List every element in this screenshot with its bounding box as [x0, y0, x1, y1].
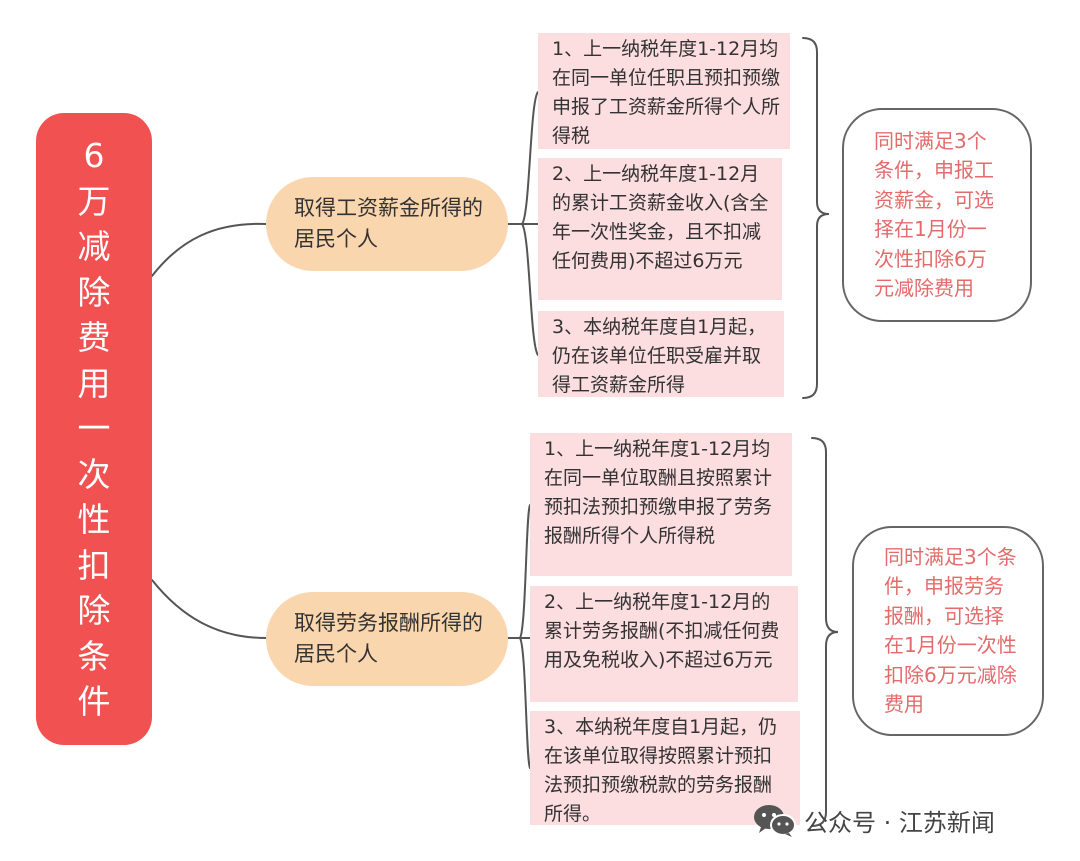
watermark: 公众号 · 江苏新闻: [752, 802, 995, 838]
condition-salary-2: 2、上一纳税年度1-12月的累计工资薪金收入(含全年一次性奖金，且不扣减任何费用…: [538, 158, 782, 300]
watermark-text: 公众号 · 江苏新闻: [804, 808, 995, 837]
root-label-char: 减: [77, 227, 111, 267]
root-label-char: 性: [77, 500, 111, 540]
summary-text: 同时满足3个条件，申报劳务报酬，可选择在1月份一次性扣除6万元减除费用: [884, 544, 1017, 717]
condition-salary-3: 3、本纳税年度自1月起，仍在该单位任职受雇并取得工资薪金所得: [538, 311, 784, 397]
root-label-char: 除: [77, 272, 111, 312]
root-label-char: 用: [77, 363, 111, 403]
brace-group-2: [811, 437, 839, 827]
connector-branch-2-cond-1: [519, 504, 531, 639]
connector-root-branch-2: [151, 579, 267, 639]
root-label-char: 万: [77, 181, 111, 221]
connector-branch-1-cond-3: [521, 223, 539, 356]
condition-salary-1: 1、上一纳税年度1-12月均在同一单位任职且预扣预缴申报了工资薪金所得个人所得税: [538, 33, 790, 149]
condition-labor-1: 1、上一纳税年度1-12月均在同一单位取酬且按照累计预扣法预扣预缴申报了劳务报酬…: [530, 433, 792, 576]
brace-group-1: [802, 37, 830, 399]
summary-salary: 同时满足3个条件，申报工资薪金，可选择在1月份一次性扣除6万元减除费用: [842, 108, 1032, 322]
condition-labor-2: 2、上一纳税年度1-12月的累计劳务报酬(不扣减任何费用及免税收入)不超过6万元: [530, 586, 798, 702]
branch-labor-remuneration: 取得劳务报酬所得的居民个人: [266, 592, 508, 686]
wechat-icon: [754, 805, 796, 837]
condition-labor-3: 3、本纳税年度自1月起，仍在该单位取得按照累计预扣法预扣预缴税款的劳务报酬所得。: [530, 711, 800, 825]
root-label-char: 6: [83, 136, 105, 176]
summary-labor: 同时满足3个条件，申报劳务报酬，可选择在1月份一次性扣除6万元减除费用: [852, 526, 1044, 736]
connector-branch-2-cond-3: [519, 637, 531, 769]
connector-branch-1-cond-1: [521, 91, 539, 225]
root-label-char: 费: [77, 318, 111, 358]
branch-salary-income: 取得工资薪金所得的居民个人: [266, 177, 508, 271]
branch-label: 取得劳务报酬所得的居民个人: [294, 611, 483, 666]
root-label-char: 条: [77, 636, 111, 676]
root-label-char: 一: [77, 409, 111, 449]
root-label-char: 次: [77, 454, 111, 494]
connector-root-branch-1: [151, 222, 267, 277]
summary-text: 同时满足3个条件，申报工资薪金，可选择在1月份一次性扣除6万元减除费用: [874, 128, 994, 301]
root-label-char: 除: [77, 591, 111, 631]
branch-label: 取得工资薪金所得的居民个人: [294, 196, 483, 251]
root-label-char: 扣: [77, 545, 111, 585]
root-label-char: 件: [77, 682, 111, 722]
